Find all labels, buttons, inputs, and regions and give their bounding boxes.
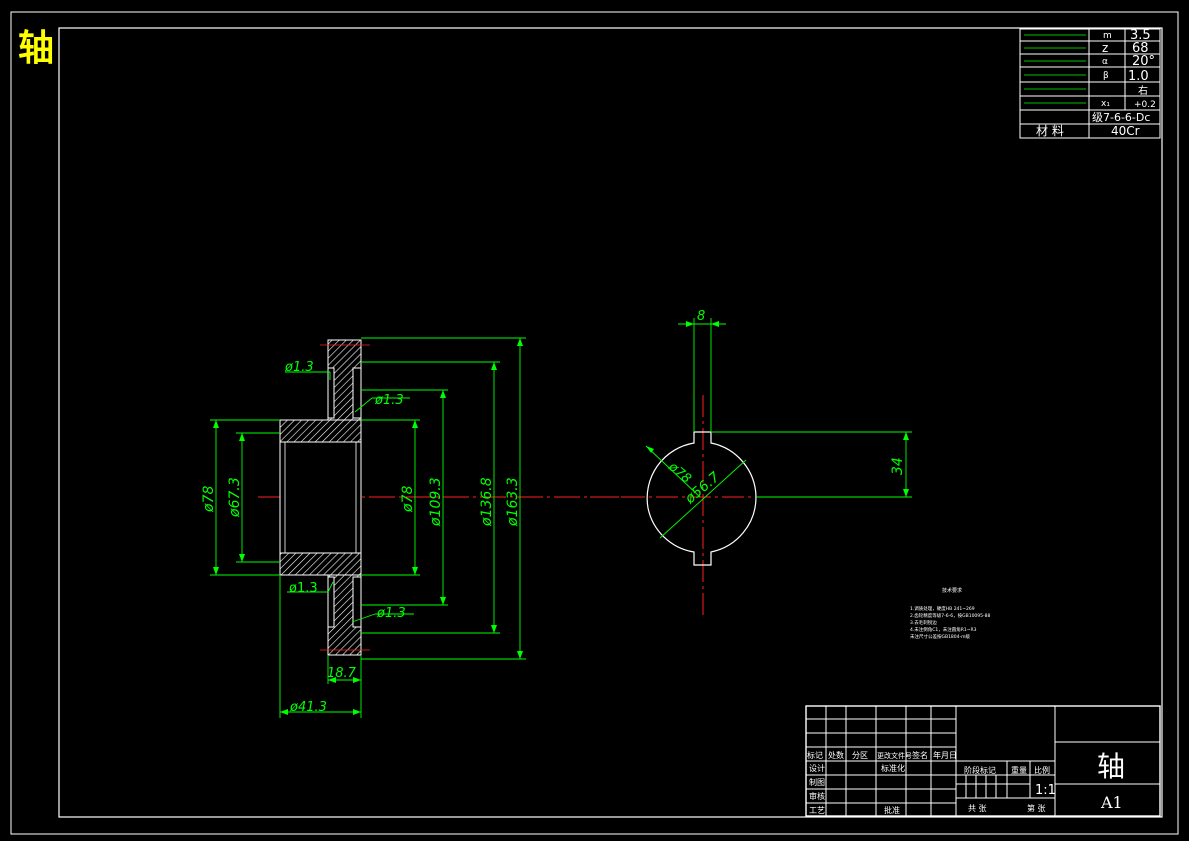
param-value-alpha: 20° xyxy=(1132,54,1155,69)
tb-label-sign: 签名 xyxy=(912,750,928,760)
inner-border xyxy=(58,27,1163,818)
tb-label-zone: 分区 xyxy=(852,751,868,760)
dim-width-18-7: 18.7 xyxy=(327,666,357,681)
tb-process: 工艺 xyxy=(809,806,825,815)
param-value-x1: +0.2 xyxy=(1134,100,1156,110)
corner-title: 轴 xyxy=(18,28,54,69)
dim-d67-3: ø67.3 xyxy=(227,477,243,518)
tb-label-count: 处数 xyxy=(828,750,844,760)
title-block xyxy=(805,705,1161,817)
material-value: 40Cr xyxy=(1111,124,1140,138)
hub-upper xyxy=(279,419,362,443)
gear-dimensions xyxy=(210,337,526,718)
dim-section-d78: ø78 xyxy=(665,459,694,487)
tb-drawing-code: A1 xyxy=(1100,793,1123,812)
shaft-section-outline xyxy=(646,431,757,566)
dim-d41-3: ø41.3 xyxy=(289,700,327,715)
notes-line-5: 未注尺寸公差按GB1804-m级 xyxy=(910,633,971,640)
keyway-dimensions xyxy=(645,318,912,539)
gear-dim-arrows xyxy=(213,338,523,715)
dim-d1-3-lower-left: ø1.3 xyxy=(289,581,318,596)
dim-d1-3-lower-right: ø1.3 xyxy=(376,606,406,621)
tb-scale-label: 比例 xyxy=(1034,765,1050,775)
param-symbol-m: m xyxy=(1103,31,1112,41)
param-symbol-x1: x₁ xyxy=(1101,99,1110,109)
dim-height-34: 34 xyxy=(890,457,906,475)
hub-lower xyxy=(279,552,362,576)
tb-sheet: 第 张 xyxy=(1027,803,1046,813)
technical-notes: 技术要求 1.调质处理，硬度HB 241~269 2.齿轮精度等级7-6-6，按… xyxy=(910,587,991,640)
tb-total: 共 张 xyxy=(968,804,987,813)
tb-standard: 标准化 xyxy=(881,763,905,773)
param-symbol-alpha: α xyxy=(1102,57,1108,67)
notes-line-1: 1.调质处理，硬度HB 241~269 xyxy=(910,605,975,612)
dim-d163-3: ø163.3 xyxy=(505,477,521,527)
tb-part-name: 轴 xyxy=(1097,750,1125,783)
param-value-z: 68 xyxy=(1132,41,1149,56)
tb-weight: 重量 xyxy=(1011,765,1027,775)
grade-text: 级7-6-6-Dc xyxy=(1092,111,1150,124)
dim-key-width-8: 8 xyxy=(697,309,705,324)
param-symbol-beta: β xyxy=(1103,71,1109,81)
param-value-m: 3.5 xyxy=(1130,28,1151,43)
tb-label-date: 年月日 xyxy=(933,750,957,760)
dim-d109-3: ø109.3 xyxy=(428,477,444,527)
hub-bore xyxy=(279,441,362,554)
tb-scale: 1:1 xyxy=(1035,783,1056,798)
dim-d78-mid: ø78 xyxy=(400,486,416,513)
param-symbol-z: z xyxy=(1102,41,1108,55)
keyway-dim-arrows xyxy=(646,321,909,497)
tb-label-mark: 标记 xyxy=(807,750,823,760)
parameter-table xyxy=(1019,28,1161,139)
gear-section-view xyxy=(258,339,640,656)
dim-d78-left: ø78 xyxy=(201,486,217,513)
tb-review: 审核 xyxy=(809,791,825,801)
dim-d1-3-upper-right: ø1.3 xyxy=(374,393,404,408)
notes-title: 技术要求 xyxy=(942,587,962,594)
param-value-hand: 右 xyxy=(1138,84,1148,97)
tb-stage: 阶段标记 xyxy=(964,765,996,775)
tb-draw: 制图 xyxy=(809,777,825,787)
tb-label-change-doc: 更改文件号 xyxy=(877,751,912,760)
dim-d1-3-upper-left: ø1.3 xyxy=(284,360,314,375)
notes-line-4: 4.未注倒角C1，未注圆角R1~R3 xyxy=(910,626,977,633)
material-label: 材 料 xyxy=(1036,124,1064,138)
tb-approve: 批准 xyxy=(884,805,900,815)
keyway-section-view xyxy=(590,395,760,615)
notes-line-2: 2.齿轮精度等级7-6-6，按GB10095-88 xyxy=(910,612,991,619)
outer-border xyxy=(10,11,1179,835)
dim-d136-8: ø136.8 xyxy=(479,477,495,527)
param-value-beta: 1.0 xyxy=(1128,69,1149,84)
tb-design: 设计 xyxy=(809,763,825,773)
notes-line-3: 3.去毛刺锐边 xyxy=(910,619,937,626)
parameter-table-greenlines xyxy=(1024,34,1086,104)
